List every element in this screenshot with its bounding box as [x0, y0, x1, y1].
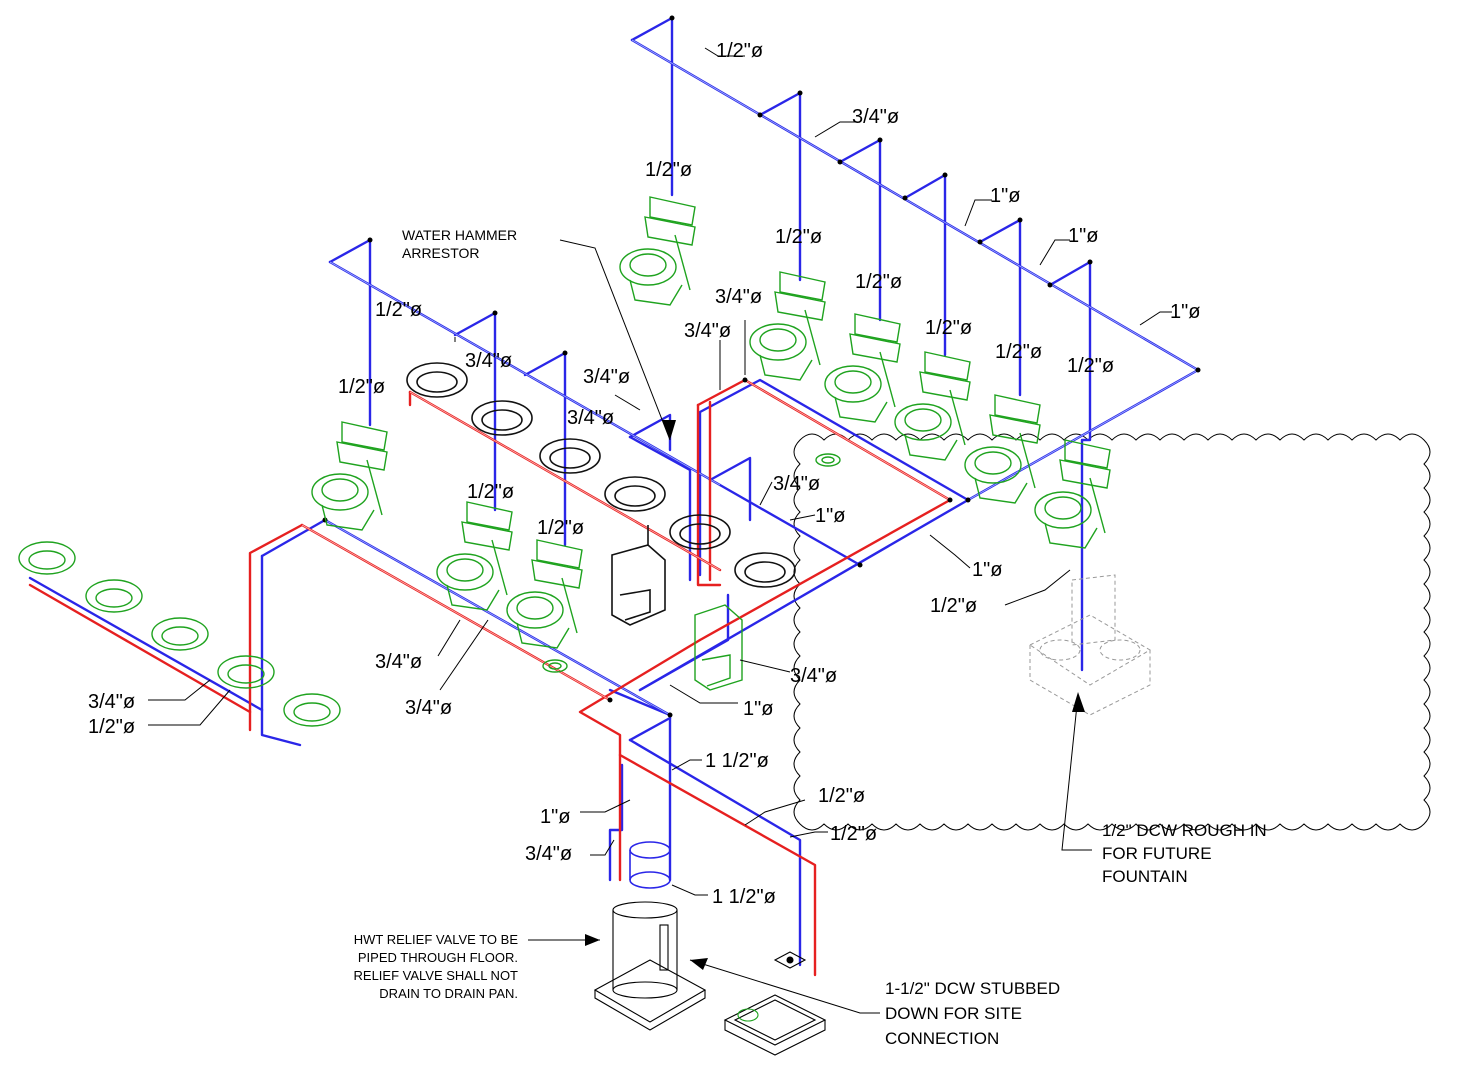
note-line: DOWN FOR SITE — [885, 1004, 1022, 1023]
pipe-size-label: 1/2"ø — [88, 716, 135, 738]
lavatory — [669, 514, 731, 550]
pipe-size-label: 3/4"ø — [567, 407, 614, 429]
note-line: 1-1/2" DCW STUBBED — [885, 979, 1060, 998]
future-fountain — [1029, 574, 1151, 716]
arrowheads — [585, 420, 1085, 970]
drain-pan — [723, 994, 827, 1056]
pipe-fittings — [322, 15, 1201, 718]
pipe-size-label: 1/2"ø — [930, 595, 977, 617]
water-closet — [964, 394, 1041, 504]
lavatory — [471, 400, 533, 436]
lavatory — [151, 617, 209, 651]
lavatories-black — [406, 362, 796, 588]
water-closet — [1034, 439, 1111, 549]
pipe-size-label: 1/2"ø — [995, 341, 1042, 363]
lavatories-green — [18, 541, 341, 727]
pipe-size-label: 1/2"ø — [467, 481, 514, 503]
note-line: WATER HAMMER — [402, 227, 517, 243]
note-line: ARRESTOR — [402, 245, 480, 261]
relief-valve-note: HWT RELIEF VALVE TO BE PIPED THROUGH FLO… — [354, 932, 519, 1001]
hot-water-highlight — [301, 379, 951, 701]
pipe-size-label: 1/2"ø — [645, 159, 692, 181]
water-heater — [593, 901, 707, 1031]
note-line: FOR FUTURE — [1102, 844, 1212, 863]
revision-cloud — [793, 433, 1431, 831]
note-line: FOUNTAIN — [1102, 867, 1188, 886]
note-line: 1/2" DCW ROUGH IN — [1102, 821, 1267, 840]
lavatory — [406, 362, 468, 398]
pipe-size-label: 1"ø — [743, 698, 773, 720]
lavatory — [283, 693, 341, 727]
lavatory — [604, 476, 666, 512]
urinal-green — [694, 604, 743, 691]
cold-water-highlight — [324, 39, 1199, 716]
pipe-size-label: 3/4"ø — [790, 665, 837, 687]
pipe-size-label: 1/2"ø — [830, 823, 877, 845]
pipe-size-label: 3/4"ø — [773, 473, 820, 495]
water-closet — [824, 313, 901, 423]
pipe-size-label: 1/2"ø — [925, 317, 972, 339]
pipe-size-labels: 1/2"ø 3/4"ø 1/2"ø 1"ø 1"ø 1/2"ø 1"ø 1/2"… — [88, 40, 1200, 908]
water-hammer-note: WATER HAMMER ARRESTOR — [402, 227, 517, 261]
pipe-size-label: 3/4"ø — [88, 691, 135, 713]
pipe-size-label: 1/2"ø — [338, 376, 385, 398]
note-line: CONNECTION — [885, 1029, 999, 1048]
fountain-note: 1/2" DCW ROUGH IN FOR FUTURE FOUNTAIN — [1102, 821, 1267, 886]
pipe-size-label: 1"ø — [972, 559, 1002, 581]
note-line: RELIEF VALVE SHALL NOT — [354, 968, 519, 983]
pipe-size-label: 1/2"ø — [855, 271, 902, 293]
note-line: DRAIN TO DRAIN PAN. — [379, 986, 518, 1001]
leader-lines — [148, 47, 1172, 1014]
water-closet — [436, 501, 513, 611]
pipe-size-label: 1 1/2"ø — [712, 886, 776, 908]
water-closet — [506, 539, 583, 649]
pipe-size-label: 3/4"ø — [684, 320, 731, 342]
floor-drains — [542, 453, 841, 673]
water-closet — [619, 196, 696, 306]
pipe-size-label: 1/2"ø — [1067, 355, 1114, 377]
lavatory — [539, 438, 601, 474]
urinal-black — [611, 525, 666, 626]
pipe-size-label: 1/2"ø — [537, 517, 584, 539]
note-line: HWT RELIEF VALVE TO BE — [354, 932, 519, 947]
pipe-size-label: 1"ø — [990, 185, 1020, 207]
pipe-size-label: 3/4"ø — [525, 843, 572, 865]
backflow-preventer — [773, 951, 807, 969]
pipe-size-label: 3/4"ø — [405, 697, 452, 719]
expansion-tank — [629, 841, 671, 889]
pipe-size-label: 3/4"ø — [583, 366, 630, 388]
pipe-size-label: 1 1/2"ø — [705, 750, 769, 772]
lavatory — [18, 541, 76, 575]
lavatory — [734, 552, 796, 588]
pipe-size-label: 1"ø — [1068, 225, 1098, 247]
pipe-size-label: 1"ø — [815, 505, 845, 527]
pipe-size-label: 1"ø — [1170, 301, 1200, 323]
pipe-size-label: 3/4"ø — [715, 286, 762, 308]
cold-water-piping — [28, 16, 1200, 967]
water-closet — [749, 271, 826, 381]
note-line: PIPED THROUGH FLOOR. — [358, 950, 518, 965]
site-connection-note: 1-1/2" DCW STUBBED DOWN FOR SITE CONNECT… — [885, 979, 1060, 1048]
water-closet — [894, 351, 971, 461]
pipe-size-label: 1/2"ø — [716, 40, 763, 62]
pipe-size-label: 1/2"ø — [375, 299, 422, 321]
water-closet — [311, 421, 388, 531]
pipe-size-label: 3/4"ø — [465, 350, 512, 372]
pipe-size-label: 3/4"ø — [852, 106, 899, 128]
water-closets — [311, 196, 1111, 649]
lavatory — [217, 655, 275, 689]
lavatory — [85, 579, 143, 613]
pipe-size-label: 3/4"ø — [375, 651, 422, 673]
pipe-size-label: 1/2"ø — [775, 226, 822, 248]
pipe-size-label: 1/2"ø — [818, 785, 865, 807]
pipe-size-label: 1"ø — [540, 806, 570, 828]
